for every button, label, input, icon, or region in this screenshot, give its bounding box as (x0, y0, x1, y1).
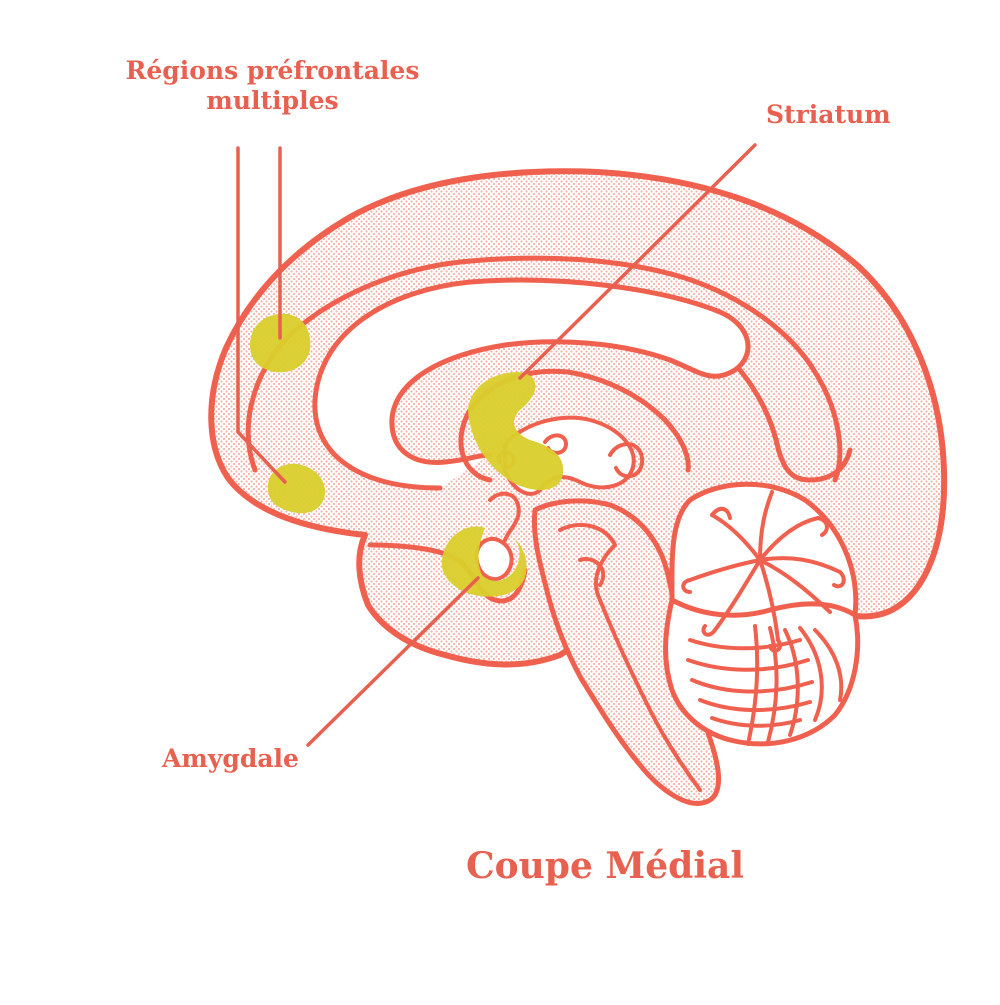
leader-lines (236, 143, 757, 747)
leader-line-amygdala (306, 576, 480, 747)
label-striatum: Striatum (766, 100, 891, 129)
ventricle-curl-2 (608, 442, 645, 479)
amygdala-region (441, 526, 527, 597)
prefrontal-region-upper (250, 313, 311, 373)
cerebellum-lamellae (686, 624, 844, 746)
leader-line-striatum (518, 143, 757, 380)
prefrontal-region-lower (267, 463, 326, 514)
amygdala-pocket (474, 536, 514, 581)
diagram-title: Coupe Médial (465, 845, 745, 887)
label-prefrontal-line1: Régions préfrontales (125, 56, 420, 85)
brainstem-inner (558, 523, 702, 792)
brainstem-inner-2 (578, 557, 606, 587)
corpus-callosum (312, 277, 751, 491)
parietal-sulcus (737, 367, 853, 483)
leader-line-prefrontal-lower (236, 146, 287, 484)
fornix (458, 368, 691, 483)
cerebellum-fold-line (669, 597, 858, 618)
arbor-vitae (681, 490, 846, 653)
label-prefrontal-line2: multiples (206, 86, 339, 115)
hypothalamus-line (488, 491, 521, 542)
brainstem (531, 498, 721, 806)
striatum-region (468, 372, 564, 491)
label-prefrontal-regions: Régions préfrontales multiples (100, 56, 445, 116)
highlight-regions (250, 313, 564, 597)
label-amygdala: Amygdale (162, 744, 299, 773)
